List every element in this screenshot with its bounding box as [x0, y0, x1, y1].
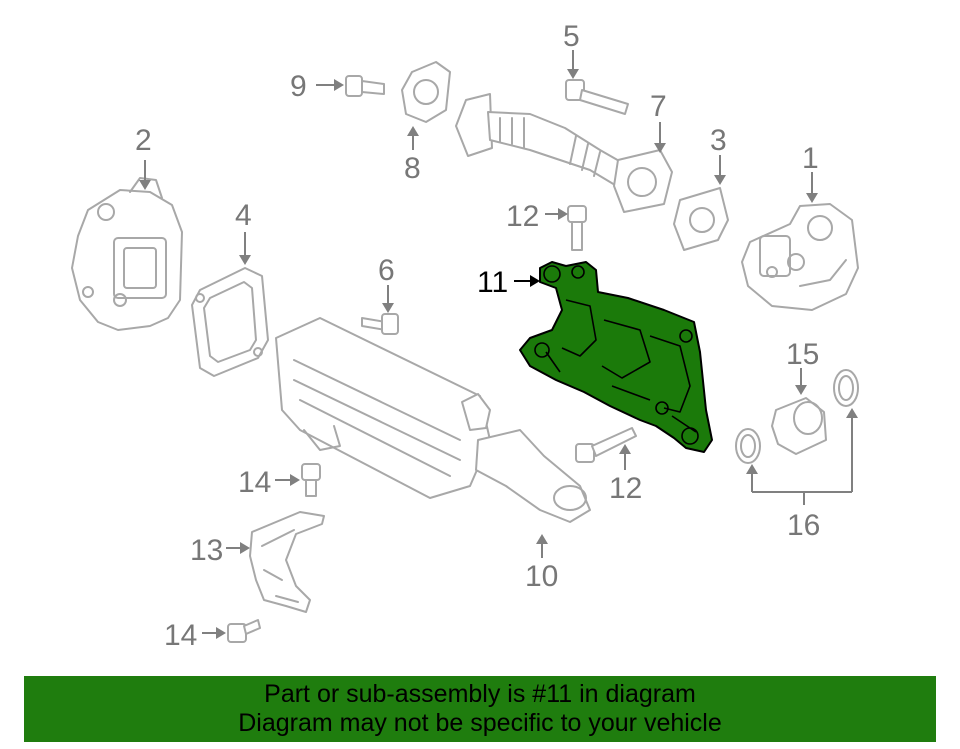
callout-13: 13 — [190, 534, 223, 567]
callout-15: 15 — [786, 338, 819, 371]
callout-3: 3 — [710, 124, 727, 157]
banner-line-2: Diagram may not be specific to your vehi… — [238, 709, 722, 737]
part-5-bolt — [565, 79, 629, 115]
part-14-bolt-upper — [301, 463, 321, 497]
part-6-bolt — [361, 313, 399, 335]
callout-8: 8 — [404, 152, 421, 185]
banner-line-1: Part or sub-assembly is #11 in diagram — [264, 680, 696, 708]
part-3-gasket — [673, 187, 729, 251]
part-11-egr-cooler-bracket — [519, 261, 713, 453]
callout-5: 5 — [563, 20, 580, 53]
part-10-egr-cooler — [275, 317, 591, 523]
callout-12b: 12 — [609, 472, 642, 505]
callout-10: 10 — [525, 560, 558, 593]
callout-1: 1 — [802, 142, 819, 175]
part-12-bolt-upper — [567, 205, 587, 251]
callout-9: 9 — [290, 70, 307, 103]
part-7-pipe — [455, 93, 673, 213]
part-16-o-rings — [735, 369, 859, 464]
callout-16: 16 — [787, 509, 820, 542]
part-9-bolt — [345, 75, 385, 97]
callout-11: 11 — [477, 266, 508, 299]
callout-12a: 12 — [506, 200, 539, 233]
info-banner: Part or sub-assembly is #11 in diagram D… — [24, 676, 936, 742]
callout-14a: 14 — [238, 466, 271, 499]
callout-6: 6 — [378, 254, 395, 287]
part-2-egr-valve — [71, 177, 183, 331]
callout-14b: 14 — [164, 619, 197, 652]
callout-4: 4 — [235, 199, 252, 232]
part-12-bolt-lower — [575, 427, 637, 463]
part-15-connector — [771, 397, 827, 455]
part-4-gasket — [191, 267, 269, 377]
parts-diagram: 2 4 9 8 5 7 — [71, 20, 859, 652]
callout-2: 2 — [135, 124, 152, 157]
part-14-bolt-lower — [227, 619, 261, 643]
callout-7: 7 — [650, 90, 667, 123]
part-8-flange-gasket — [401, 61, 451, 123]
part-1-egr-valve — [741, 203, 859, 311]
part-13-bracket — [249, 511, 325, 613]
